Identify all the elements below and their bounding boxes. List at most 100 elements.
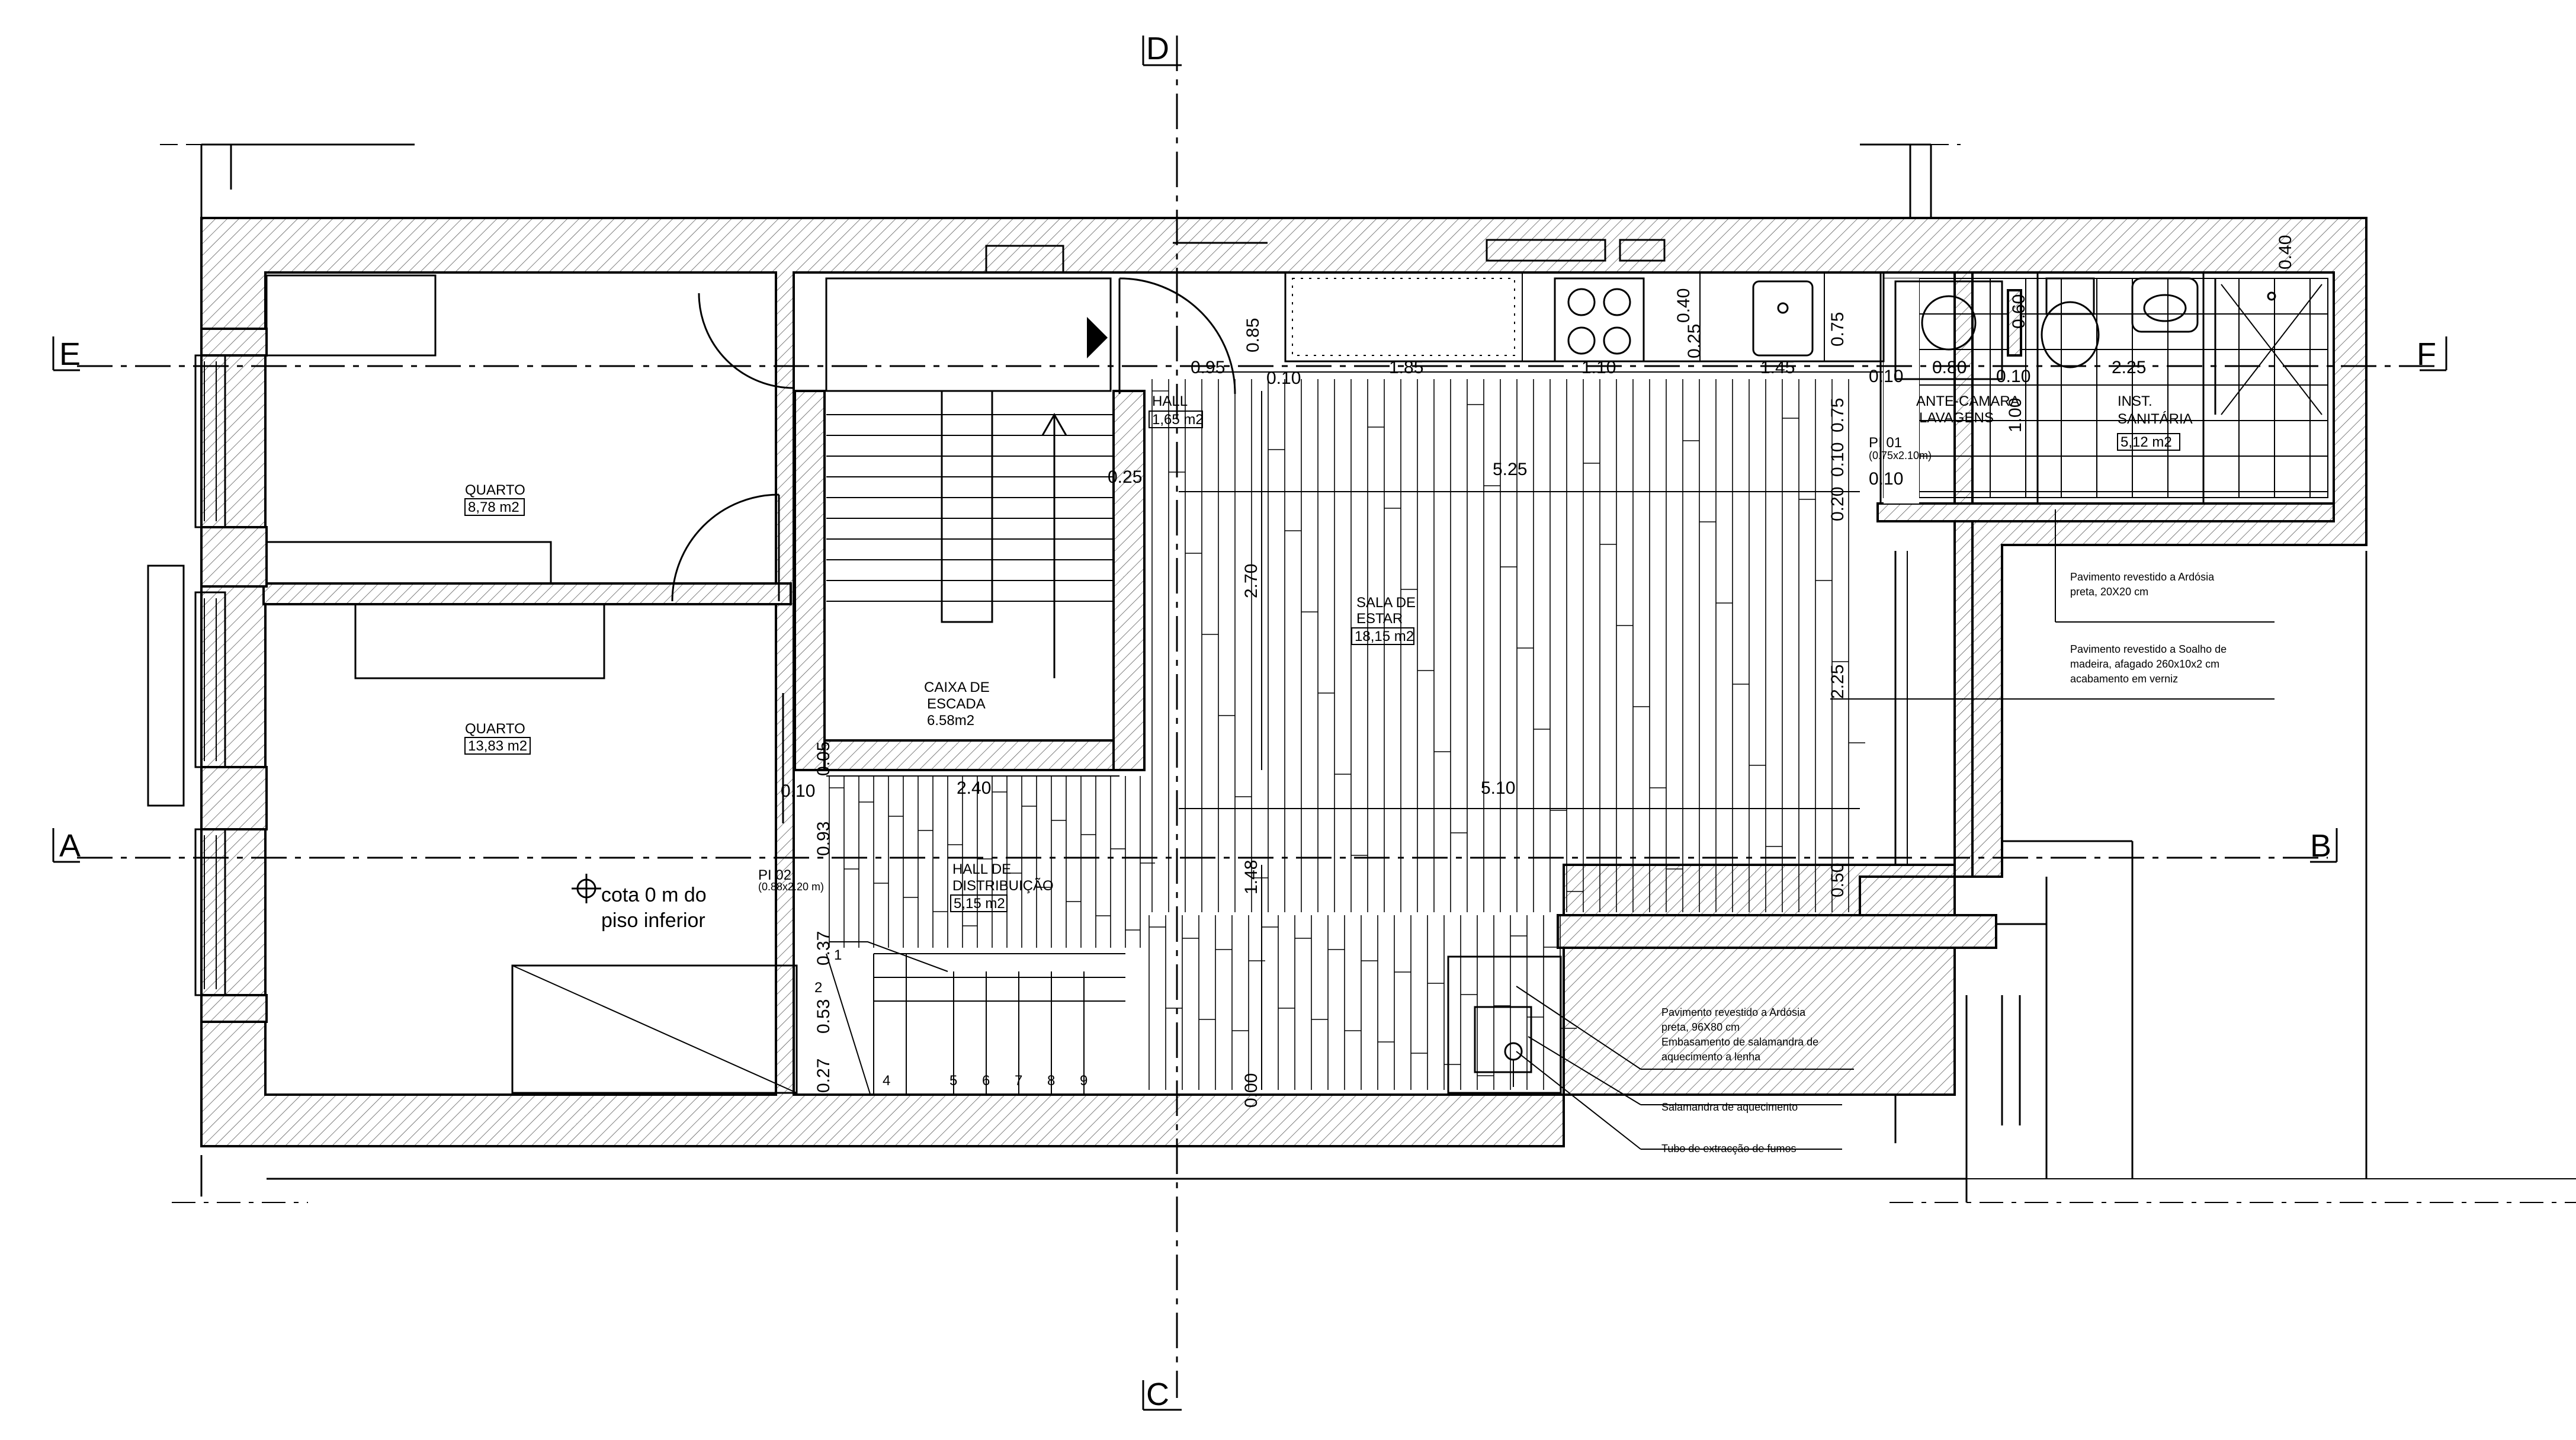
note-text: Embasamento de salamandra de (1661, 1036, 1818, 1048)
dim-label: 1.00 (2006, 398, 2025, 432)
stove-hearth (1447, 955, 1562, 1094)
room-name: ESCADA (927, 696, 986, 712)
room-area: 18,15 m2 (1355, 628, 1414, 644)
room-label-hall-distribuicao: HALL DE DISTRIBUIÇÃO 5,15 m2 (950, 861, 1054, 912)
dim-label: 0.37 (814, 931, 833, 966)
leader-lines (1516, 509, 2275, 1150)
dim-label: 0.10 (1266, 368, 1301, 388)
stair-step-number: 6 (982, 1073, 990, 1089)
note-text: aquecimento a lenha (1661, 1051, 1761, 1063)
dim-label: 0.05 (814, 742, 833, 776)
dim-label: 0.53 (814, 999, 833, 1034)
washing-machine (1894, 280, 2003, 380)
washbasin (2131, 277, 2199, 333)
room-area: 6.58m2 (927, 713, 974, 729)
note-text: preta, 96X80 cm (1661, 1021, 1740, 1033)
wood-floor-boards (829, 379, 1865, 1090)
section-lines (52, 36, 2447, 1411)
dim-label: 0.40 (2276, 235, 2295, 270)
room-name: LAVAGENS (1919, 410, 1994, 426)
level-mark-label: piso inferior (601, 909, 705, 932)
note-text: Pavimento revestido a Soalho de (2070, 643, 2227, 655)
dim-label: 0.10 (1869, 469, 1903, 489)
note-text: preta, 20X20 cm (2070, 586, 2148, 598)
room-area: 8,78 m2 (468, 499, 519, 515)
dim-label: 0.40 (1674, 288, 1693, 323)
dim-label: 0.20 (1828, 487, 1847, 521)
room-name: QUARTO (465, 721, 525, 737)
dim-label: 1.85 (1389, 358, 1423, 377)
room-name: HALL DE (952, 861, 1011, 877)
dim-label: 0.27 (814, 1059, 833, 1093)
toilet (2041, 277, 2100, 368)
walls (200, 217, 2368, 1147)
dim-label: 0.95 (1191, 358, 1225, 377)
stairs (825, 277, 1125, 1096)
dim-label: 0.60 (2009, 294, 2029, 329)
dim-label: 0.50 (1828, 863, 1847, 897)
room-area: 5,15 m2 (954, 896, 1005, 912)
section-marker-f: F (2417, 336, 2436, 372)
door-tag: PI 01 (1869, 435, 1902, 451)
doors (671, 239, 1666, 823)
section-marker-a: A (59, 828, 81, 864)
room-name: CAIXA DE (924, 679, 990, 695)
bathroom-partitions (1879, 272, 2216, 503)
room-area: 5,12 m2 (2121, 434, 2172, 450)
dim-label: 0.10 (781, 781, 815, 801)
dim-label: 2.25 (1828, 665, 1847, 699)
room-name: SANITÁRIA (2118, 411, 2193, 427)
note-text: Pavimento revestido a Ardósia (1661, 1006, 1806, 1018)
dim-label: 0.10 (1869, 367, 1903, 386)
shower (2221, 284, 2322, 415)
room-label-quarto-2: QUARTO 13,83 m2 (464, 721, 531, 755)
room-label-hall: HALL 1,65 m2 (1149, 393, 1204, 428)
room-name: HALL (1152, 393, 1188, 409)
room-name: ESTAR (1356, 611, 1403, 627)
stair-step-number: 8 (1047, 1073, 1055, 1089)
dim-label: 0.75 (1828, 398, 1847, 432)
dim-label: 0.10 (1828, 442, 1847, 477)
dim-label: 5.25 (1493, 460, 1527, 479)
dim-label: 5.10 (1481, 778, 1515, 798)
dim-label: 0.25 (1685, 324, 1704, 358)
room-name: QUARTO (465, 482, 525, 498)
dim-label: 2.25 (2112, 358, 2146, 377)
dim-label: 0.25 (1108, 467, 1142, 487)
bathroom-tiles (1883, 278, 2328, 503)
dimension-lines (826, 371, 1955, 1090)
stair-step-number: 5 (949, 1073, 957, 1089)
door-size: (0.88x2.20 m) (758, 881, 824, 893)
wardrobes (265, 274, 798, 1094)
stair-step-number: 1 (834, 947, 842, 963)
room-label-sala: SALA DE ESTAR 18,15 m2 (1351, 595, 1416, 645)
stair-step-number: 2 (814, 980, 822, 996)
dim-label: 1.10 (1581, 358, 1616, 377)
note-text: Salamandra de aquecimento (1661, 1101, 1798, 1113)
room-label-ante-camara: ANTE-CAMARA LAVAGENS (1916, 393, 2020, 426)
dim-label: 1.48 (1242, 860, 1261, 894)
windows (147, 354, 226, 996)
cooktop (1554, 277, 1645, 363)
room-label-caixa-escada: CAIXA DE ESCADA 6.58m2 (924, 679, 990, 729)
room-label-quarto-1: QUARTO 8,78 m2 (464, 482, 525, 516)
room-name: DISTRIBUIÇÃO (952, 878, 1054, 894)
section-marker-c: C (1146, 1377, 1169, 1412)
section-marker-b: B (2310, 828, 2331, 864)
note-text: acabamento em verniz (2070, 673, 2178, 685)
stair-step-number: 4 (883, 1073, 890, 1089)
note-text: madeira, afagado 260x10x2 cm (2070, 658, 2219, 670)
stair-step-number: 7 (1015, 1073, 1022, 1089)
stair-step-number: 9 (1080, 1073, 1087, 1089)
door-tag: PI 02 (758, 867, 791, 883)
room-name: ANTE-CAMARA (1916, 393, 2020, 409)
room-area: 1,65 m2 (1152, 412, 1204, 428)
room-area: 13,83 m2 (468, 738, 527, 754)
dim-label: 0.10 (1996, 367, 2030, 386)
note-text: Tubo de extracção de fumos (1661, 1143, 1796, 1154)
level-mark-label: cota 0 m do (601, 884, 707, 906)
dim-label: 0.00 (1242, 1073, 1261, 1108)
door-size: (0.75x2.10m) (1869, 450, 1932, 461)
room-name: INST. (2118, 393, 2152, 409)
